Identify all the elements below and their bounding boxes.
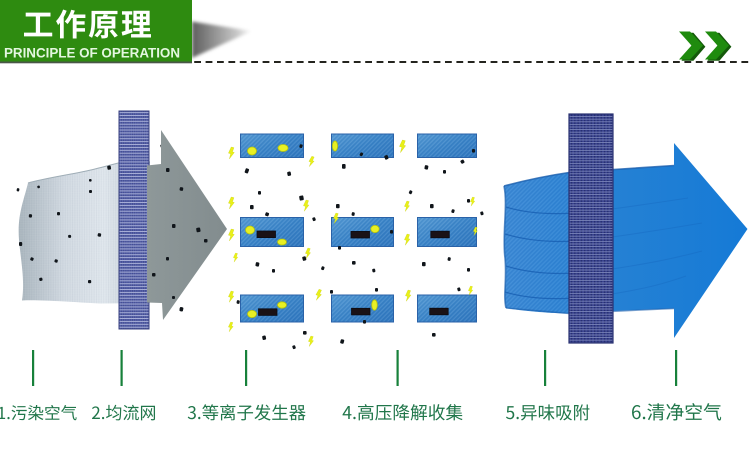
svg-text:PRINCIPLE OF OPERATION: PRINCIPLE OF OPERATION <box>4 46 180 62</box>
